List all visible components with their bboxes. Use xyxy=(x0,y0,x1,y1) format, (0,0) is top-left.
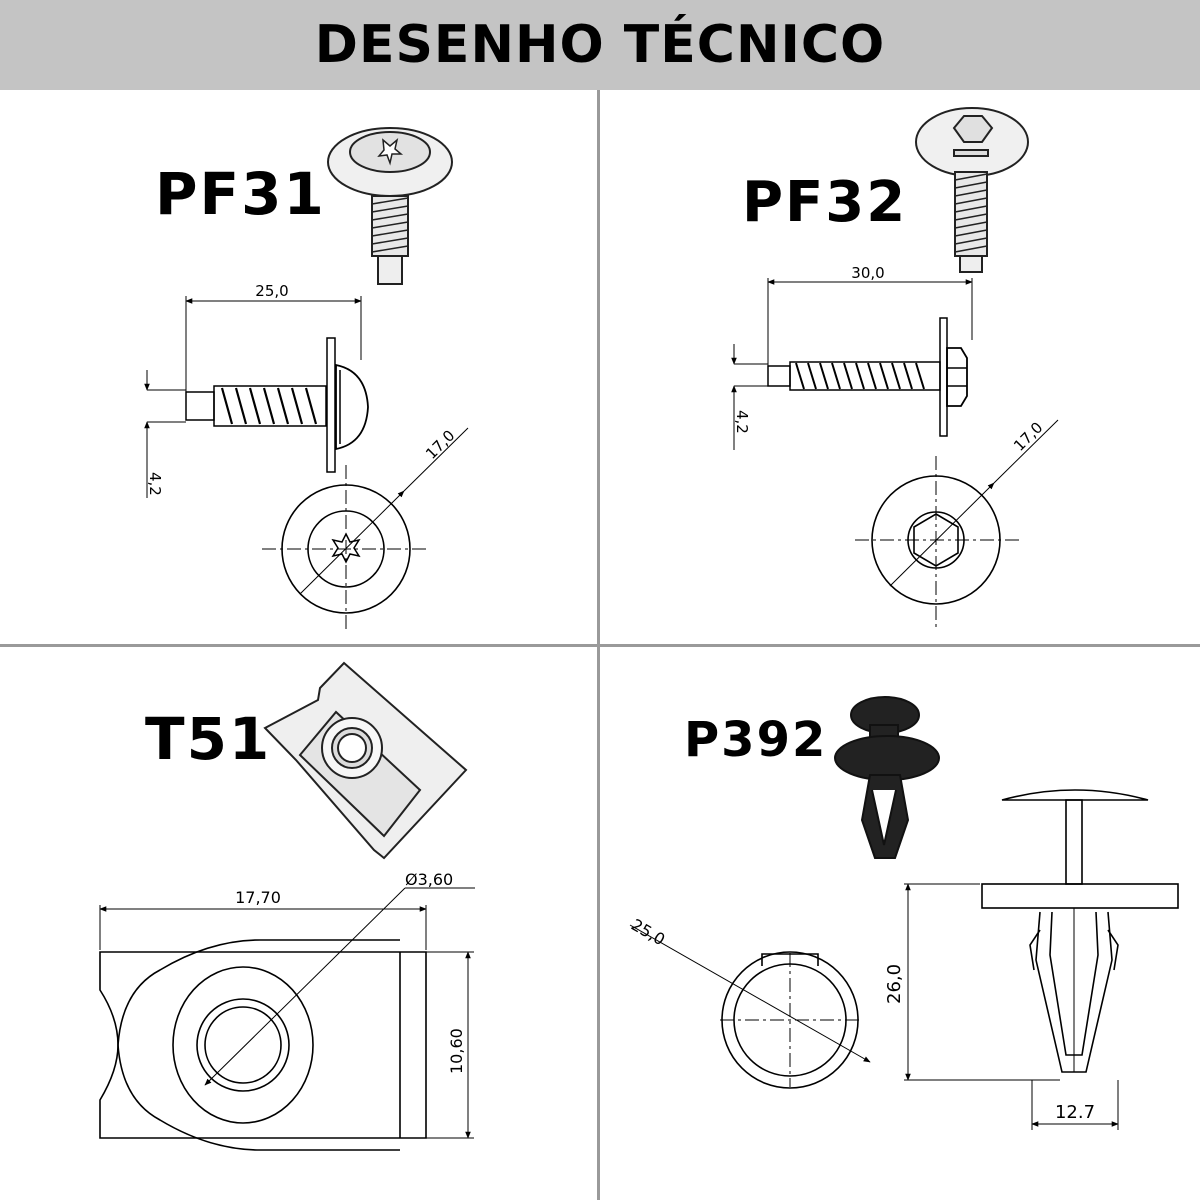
pf32-photo xyxy=(915,107,1029,273)
pf32-front-view: 17,0 xyxy=(855,418,1059,628)
t51-top-view: 17,70 10,60 Ø3,60 xyxy=(99,870,475,1151)
p392-base-width-label: 12.7 xyxy=(1055,1102,1095,1123)
p392-side-view: 26,0 12.7 xyxy=(884,789,1179,1130)
pf32-length-label: 30,0 xyxy=(851,264,884,282)
pf31-front-view: 17,0 xyxy=(262,426,469,632)
t51-photo xyxy=(263,661,468,860)
pf31-length-label: 25,0 xyxy=(255,282,288,300)
p392-photo xyxy=(834,696,940,859)
p392-height-label: 26,0 xyxy=(884,964,905,1004)
model-label-t51: T51 xyxy=(145,705,272,773)
horizontal-divider xyxy=(0,644,1200,647)
page-title: DESENHO TÉCNICO xyxy=(314,15,886,75)
pf32-head-diameter-label: 17,0 xyxy=(1010,418,1046,454)
model-label-pf31: PF31 xyxy=(155,160,326,228)
header-bar xyxy=(0,0,1200,90)
model-label-pf32: PF32 xyxy=(742,170,908,235)
p392-head-diameter-label: 25,0 xyxy=(628,915,668,949)
pf31-head-diameter-label: 17,0 xyxy=(422,426,458,462)
pf32-thread-label: 4,2 xyxy=(733,410,751,434)
pf32-side-view: 30,0 4,2 xyxy=(731,264,973,450)
pf31-thread-label: 4,2 xyxy=(146,472,164,496)
t51-hole-diameter-label: Ø3,60 xyxy=(405,870,453,889)
t51-width-label: 17,70 xyxy=(235,888,281,907)
t51-height-label: 10,60 xyxy=(447,1028,466,1074)
p392-front-view: 25,0 xyxy=(628,915,871,1089)
pf31-side-view: 25,0 4,2 xyxy=(144,282,369,498)
pf31-photo xyxy=(327,127,453,285)
model-label-p392: P392 xyxy=(684,712,828,768)
